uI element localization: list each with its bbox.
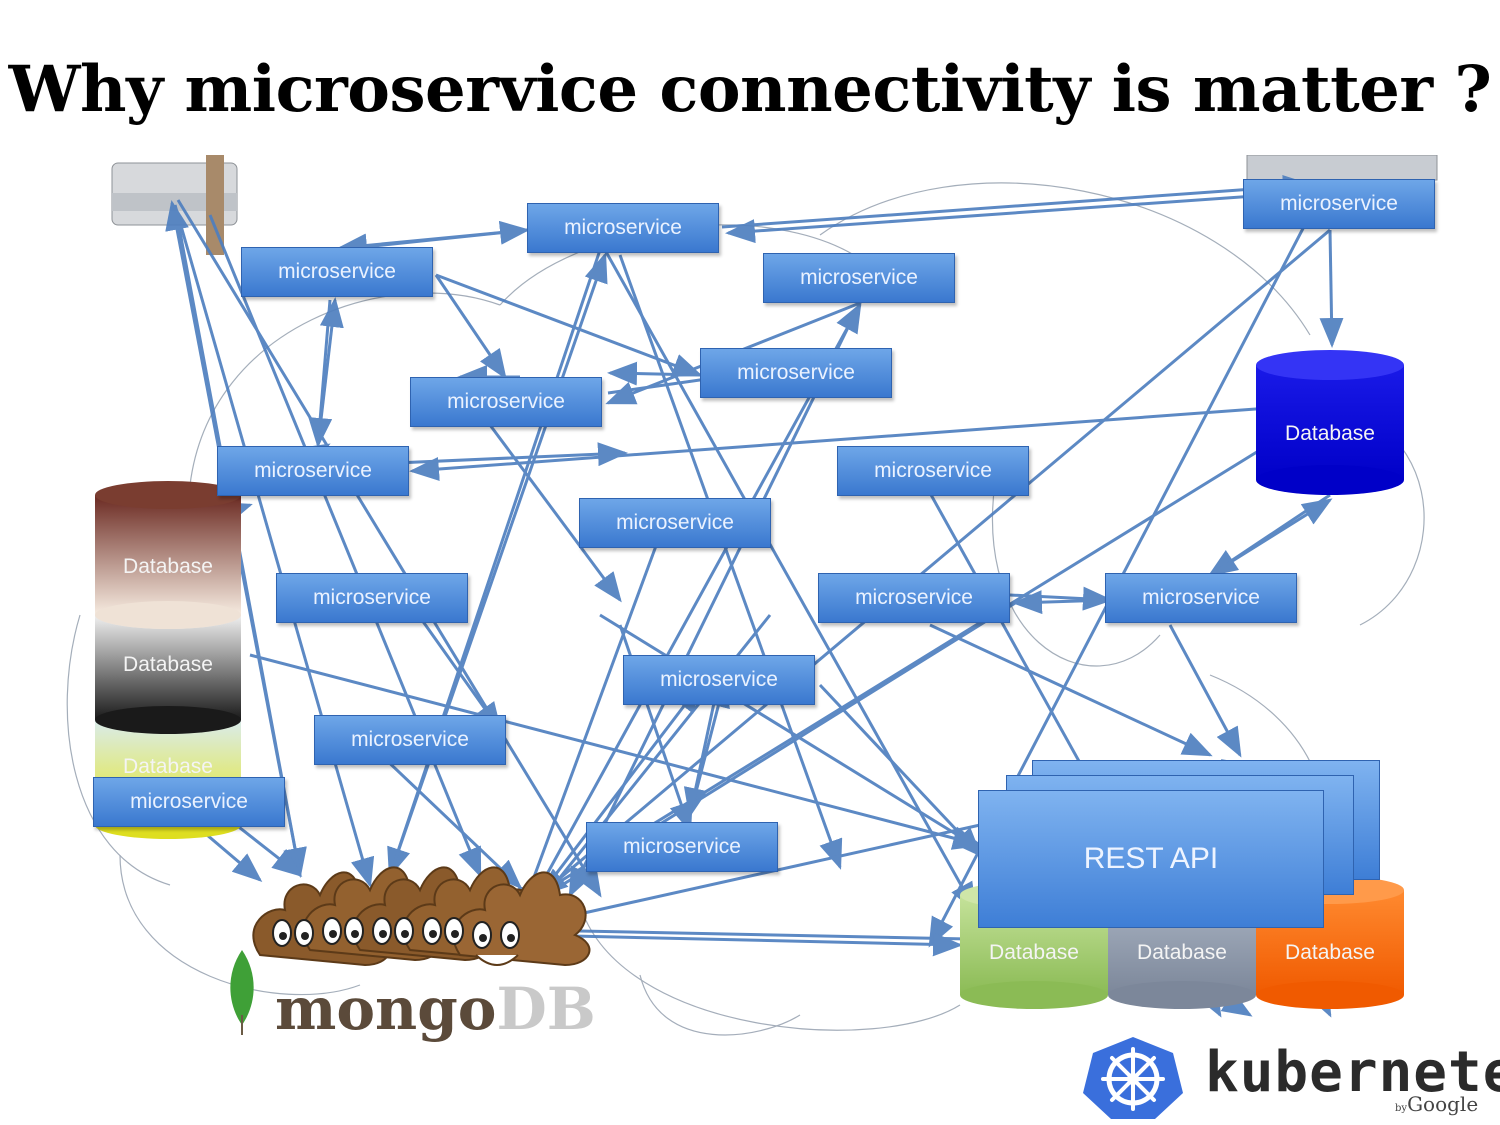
microservice-box: microservice [837,446,1029,496]
poop-emoji-pile [252,866,591,967]
rest-api-box: REST API [978,790,1324,928]
server-icon [111,155,238,255]
by-label: by [1395,1103,1408,1114]
kubernetes-wordmark: kubernetes [1205,1040,1500,1105]
microservice-box: microservice [276,573,468,623]
kubernetes-helm-icon [1083,1037,1183,1119]
database-label: Database [1285,941,1375,964]
slide-title: Why microservice connectivity is matter … [8,52,1492,127]
database-blue [1256,350,1404,495]
database-label: Database [1137,941,1227,964]
microservice-box: microservice [314,715,506,765]
microservice-box: microservice [623,655,815,705]
database-label: Database [1285,422,1375,445]
microservice-box: microservice [241,247,433,297]
microservice-diagram: microservice microservice microservice m… [60,155,1450,1040]
microservice-box: microservice [217,446,409,496]
microservice-box: microservice [579,498,771,548]
microservice-box: microservice [700,348,892,398]
database-label: Database [123,755,213,778]
mongodb-logo: mongoDB [275,975,596,1043]
microservice-box: microservice [1243,179,1435,229]
by-google-text: byGoogle [1395,1092,1478,1116]
microservice-box: microservice [527,203,719,253]
microservice-box: microservice [818,573,1010,623]
database-label: Database [989,941,1079,964]
mongodb-logo-part2: DB [496,975,596,1043]
microservice-box: microservice [1105,573,1297,623]
microservice-box: microservice [410,377,602,427]
microservice-box: microservice [763,253,955,303]
mongodb-logo-part1: mongo [275,975,497,1043]
google-label: Google [1407,1092,1479,1116]
microservice-box: microservice [93,777,285,827]
mongodb-leaf-icon [230,950,254,1025]
microservice-box: microservice [586,822,778,872]
database-label: Database [123,653,213,676]
database-label: Database [123,555,213,578]
database-stack-left [95,481,241,839]
